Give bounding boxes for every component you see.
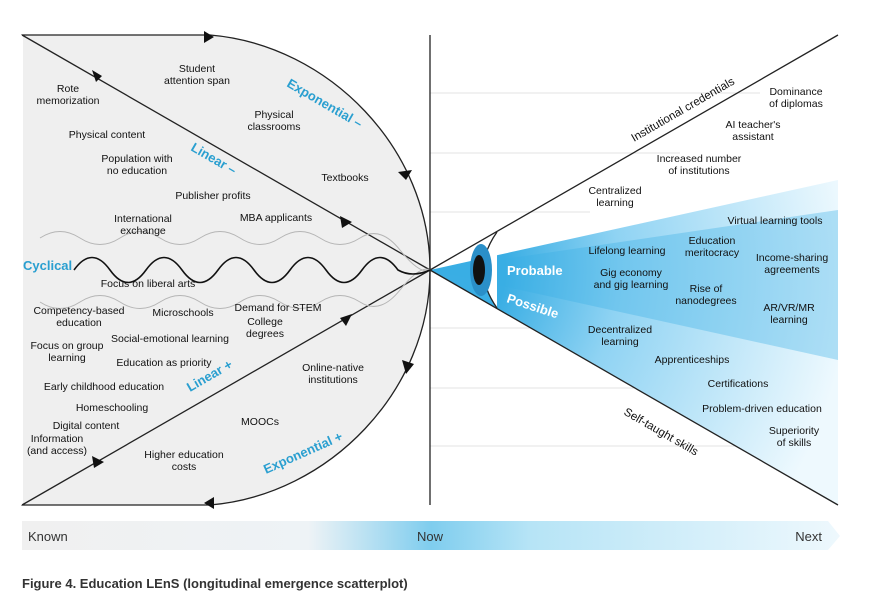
past-item: Physical content (69, 129, 146, 141)
cone-core (430, 210, 838, 360)
cone-possible-top: Possible (502, 216, 557, 247)
future-item: Apprenticeships (655, 354, 730, 366)
linear-plus-line (21, 269, 431, 506)
past-item: MBA applicants (240, 212, 312, 224)
cyclical-wave (73, 256, 431, 284)
cone-probable: Probable (507, 263, 563, 278)
past-item: Digital content (53, 420, 120, 432)
past-item: Information(and access) (27, 433, 87, 457)
arm-upper-line (429, 34, 839, 271)
linear-minus-line (21, 34, 431, 271)
timeline-now: Now (417, 529, 444, 544)
trend-arrows (92, 31, 414, 509)
past-item: Textbooks (321, 172, 368, 184)
past-item: Demand for STEM (235, 302, 322, 314)
arm-upper-label: Institutional credentials (630, 76, 738, 145)
past-item: Focus on liberal arts (101, 278, 196, 290)
past-item: Microschools (152, 307, 213, 319)
future-item: Problem-driven education (702, 403, 822, 415)
trend-cyclical: Cyclical (23, 258, 72, 273)
past-item: Social-emotional learning (111, 333, 229, 345)
future-item: Certifications (708, 378, 769, 390)
cyclical-wave-outer-low (39, 268, 431, 309)
timeline-bar (22, 521, 840, 550)
eye-icon (470, 231, 498, 309)
past-item: Homeschooling (76, 402, 149, 414)
future-cone (430, 180, 838, 505)
future-item: Lifelong learning (588, 245, 665, 257)
figure-caption: Figure 4. Education LEnS (longitudinal e… (22, 576, 408, 591)
future-item: Virtual learning tools (728, 215, 823, 227)
past-item: Publisher profits (175, 190, 250, 202)
cyclical-wave-outer (39, 231, 431, 272)
arm-lower-line (429, 269, 839, 506)
timeline-next: Next (795, 529, 822, 544)
timeline-known: Known (28, 529, 68, 544)
past-item: Early childhood education (44, 381, 164, 393)
past-item: Education as priority (116, 357, 212, 369)
past-item: MOOCs (241, 416, 279, 428)
